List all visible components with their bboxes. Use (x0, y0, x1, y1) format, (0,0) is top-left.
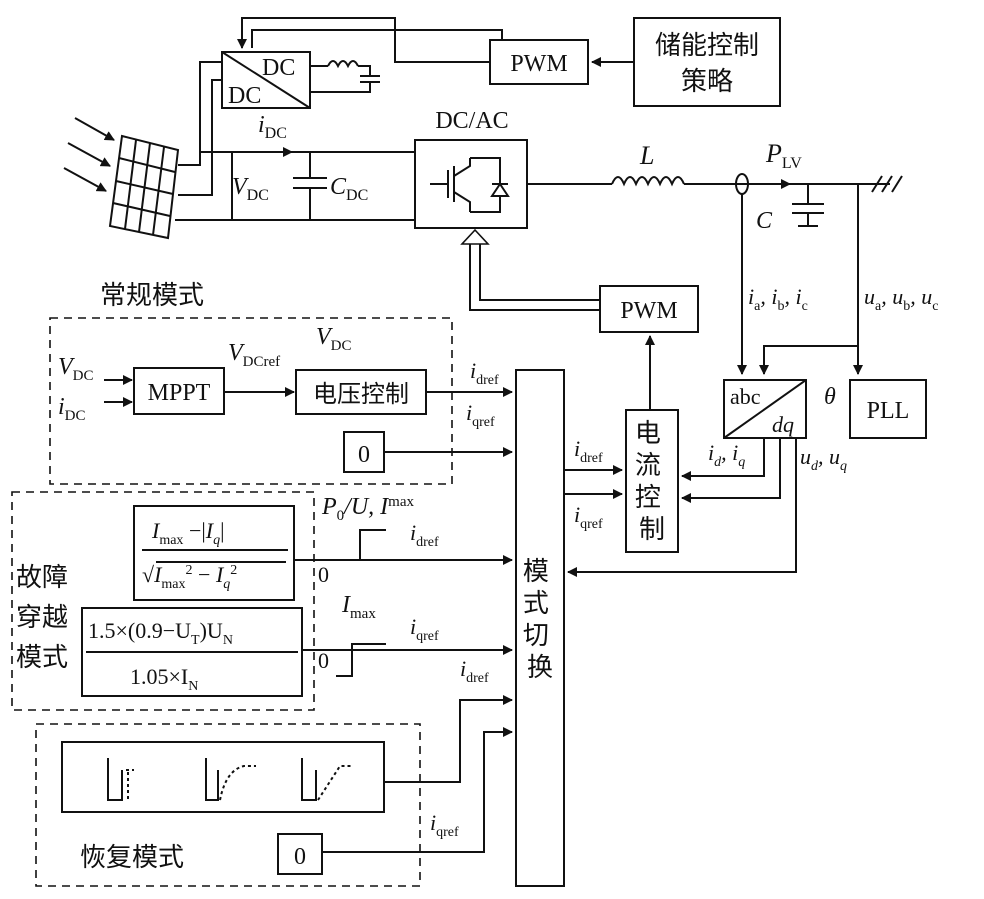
vdc-input-label: VDC (58, 354, 94, 384)
pwm-to-dcdc-arrow-inner (251, 29, 503, 48)
storage-control-label-line2: 策略 (681, 67, 733, 97)
idref-fault-label: idref (410, 520, 439, 550)
pwm-to-inverter-hollow-arrow (469, 244, 600, 311)
pll-label: PLL (867, 398, 910, 424)
inductor-L-label: L (639, 141, 654, 170)
storage-control-label-line1: 储能控制 (655, 31, 759, 61)
zero-fault1-label: 0 (318, 562, 329, 587)
three-phase-mark-3 (891, 175, 903, 193)
vdcref-label: VDCref (228, 340, 280, 370)
ac-capacitor-label: C (756, 208, 773, 234)
recovery-waveform-curve-icon (205, 758, 256, 801)
pwm-top-box (489, 39, 589, 85)
igbt-icon (430, 157, 510, 213)
zero-fault2-label: 0 (318, 648, 329, 673)
cdc-label: CDC (330, 174, 368, 204)
zero-normal-label: 0 (358, 442, 370, 468)
limiter-curve-1-icon (336, 529, 386, 561)
pwm-top-label: PWM (510, 51, 567, 77)
mode-switch-box (515, 369, 565, 887)
three-phase-mark-1 (871, 175, 883, 193)
idref-recovery-label: idref (460, 656, 489, 686)
fault-mode-region (11, 491, 315, 711)
hollow-arrowhead-icon (460, 228, 490, 245)
id-iq-label: id, iq (708, 440, 745, 470)
pwm-to-dcdc-arrow-outer (237, 17, 490, 63)
dcdc-converter (221, 51, 311, 109)
idref-mid-label: idref (574, 436, 603, 466)
udq-feedback-arrow (681, 438, 781, 503)
dcdc-bottom-label: DC (228, 83, 261, 109)
idref-recovery-arrow (384, 695, 513, 783)
dcdc-top-label: DC (262, 55, 295, 81)
iqref-recovery-label: iqref (430, 810, 459, 840)
ud-uq-label: ud, uq (800, 444, 847, 474)
storage-filter-icon (310, 60, 380, 93)
voltage-control-label: 电压控制 (313, 380, 409, 408)
pll-box (849, 379, 927, 439)
recovery-waveforms-box (61, 741, 385, 813)
recovery-mode-region (35, 723, 421, 887)
ac-capacitor-icon (792, 184, 824, 227)
abc-label: abc (730, 384, 761, 409)
idc-input-label: iDC (58, 394, 86, 424)
formula1-numerator: Imax −|Iq| (151, 518, 224, 548)
plv-label: PLV (765, 139, 802, 172)
zero-normal-box (343, 431, 385, 473)
normal-mode-region (49, 317, 453, 485)
recovery-waveform-step-icon (107, 758, 134, 801)
current-control-label: 电 流 控 制 (635, 419, 669, 545)
zero-recovery-label: 0 (294, 844, 306, 870)
formula1-box (133, 505, 295, 601)
iqref-normal-label: iqref (466, 400, 495, 430)
zero-recovery-box (277, 833, 323, 875)
limiter-curve-2-icon (336, 643, 386, 677)
vdc-top-label: VDC (316, 324, 352, 354)
fault-mode-label: 故障 穿越 模式 (16, 563, 76, 673)
iqref-fault-label: iqref (410, 614, 439, 644)
dc-link-capacitor-icon (293, 152, 327, 220)
idc-label: iDC (258, 112, 287, 142)
pv-panel-icon (108, 134, 180, 240)
normal-mode-label: 常规模式 (100, 281, 204, 311)
formula2-numerator: 1.5×(0.9−UT)UN (88, 618, 233, 648)
vdc-label: VDC (232, 174, 269, 204)
imax-fault2-label: Imax (341, 592, 376, 622)
pwm-mid-label: PWM (620, 298, 677, 324)
pwm-mid-box (599, 285, 699, 333)
dcac-label: DC/AC (435, 108, 508, 134)
theta-label: θ (824, 384, 836, 410)
current-control-box (625, 409, 679, 553)
storage-control-strategy-box (633, 17, 781, 107)
idq-feedback-arrow (681, 438, 765, 481)
iabc-label: ia, ib, ic (748, 284, 808, 314)
three-phase-mark-2 (881, 175, 893, 193)
pv-to-dcdc-wire-top (178, 61, 222, 166)
sunlight-arrows-icon (63, 117, 115, 192)
abc-dq-diagonal (723, 379, 807, 439)
recovery-mode-label: 恢复模式 (80, 843, 184, 873)
uabc-label: ua, ub, uc (864, 284, 938, 314)
iqref-recovery-arrow (322, 727, 513, 853)
pv-to-dcdc-wire-bottom (178, 79, 222, 196)
recovery-waveform-ramp-icon (301, 758, 352, 801)
mode-switch-label: 模 式 切 换 (523, 557, 557, 683)
udq-to-mode-switch-arrow (567, 438, 797, 577)
formula1-denominator: √Imax2 − Iq2 (142, 562, 237, 592)
dq-label: dq (772, 412, 794, 437)
inductor-L-icon (611, 176, 685, 187)
voltage-to-abcdq-arrow (759, 345, 858, 375)
formula2-denominator: 1.05×IN (130, 664, 198, 694)
iqref-mid-label: iqref (574, 502, 603, 532)
p0-u-imax-label: P0/U, Imax (321, 494, 414, 524)
mppt-label: MPPT (148, 380, 211, 406)
idref-normal-label: idref (470, 358, 499, 388)
